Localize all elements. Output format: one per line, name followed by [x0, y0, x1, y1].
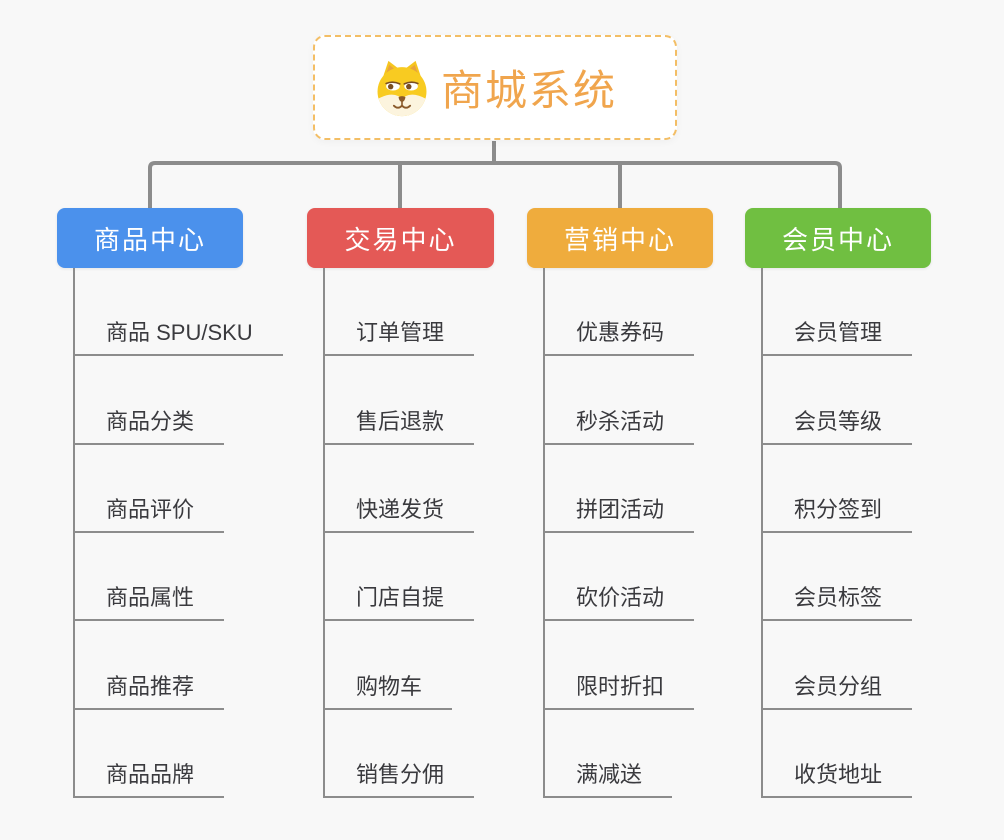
root-title: 商城系统 [440, 67, 617, 114]
item-node[interactable]: 售后退款 [323, 356, 475, 445]
item-node[interactable]: 商品推荐 [73, 621, 225, 710]
branch-node-marketing-center[interactable]: 营销中心 [527, 208, 713, 268]
item-node[interactable]: 商品 SPU/SKU [73, 268, 283, 357]
item-node[interactable]: 会员等级 [761, 356, 913, 445]
item-node[interactable]: 会员标签 [761, 533, 913, 622]
item-node[interactable]: 拼团活动 [543, 445, 695, 533]
item-node[interactable]: 购物车 [323, 621, 453, 710]
item-node[interactable]: 商品评价 [73, 445, 225, 533]
item-node[interactable]: 门店自提 [323, 533, 475, 622]
item-node[interactable]: 限时折扣 [543, 621, 695, 710]
item-node[interactable]: 满减送 [543, 710, 673, 798]
item-column-member: 会员管理 会员等级 积分签到 会员标签 会员分组 收货地址 [761, 268, 913, 798]
item-node[interactable]: 商品分类 [73, 356, 225, 445]
item-node[interactable]: 快递发货 [323, 445, 475, 533]
item-node[interactable]: 收货地址 [761, 710, 913, 798]
item-column-trade: 订单管理 售后退款 快递发货 门店自提 购物车 销售分佣 [323, 268, 475, 798]
item-node[interactable]: 砍价活动 [543, 533, 695, 622]
dog-face-icon [377, 60, 427, 116]
root-node-mall-system[interactable]: 商城系统 [313, 35, 677, 140]
item-node[interactable]: 会员分组 [761, 621, 913, 710]
item-node[interactable]: 积分签到 [761, 445, 913, 533]
item-node[interactable]: 优惠券码 [543, 268, 695, 357]
item-node[interactable]: 商品属性 [73, 533, 225, 622]
item-column-product: 商品 SPU/SKU 商品分类 商品评价 商品属性 商品推荐 商品品牌 [73, 268, 283, 798]
item-node[interactable]: 商品品牌 [73, 710, 225, 798]
branch-node-member-center[interactable]: 会员中心 [745, 208, 931, 268]
item-node[interactable]: 销售分佣 [323, 710, 475, 798]
item-node[interactable]: 秒杀活动 [543, 356, 695, 445]
item-column-marketing: 优惠券码 秒杀活动 拼团活动 砍价活动 限时折扣 满减送 [543, 268, 695, 798]
branch-node-trade-center[interactable]: 交易中心 [307, 208, 494, 268]
item-node[interactable]: 会员管理 [761, 268, 913, 357]
branch-node-product-center[interactable]: 商品中心 [57, 208, 243, 268]
item-node[interactable]: 订单管理 [323, 268, 475, 357]
